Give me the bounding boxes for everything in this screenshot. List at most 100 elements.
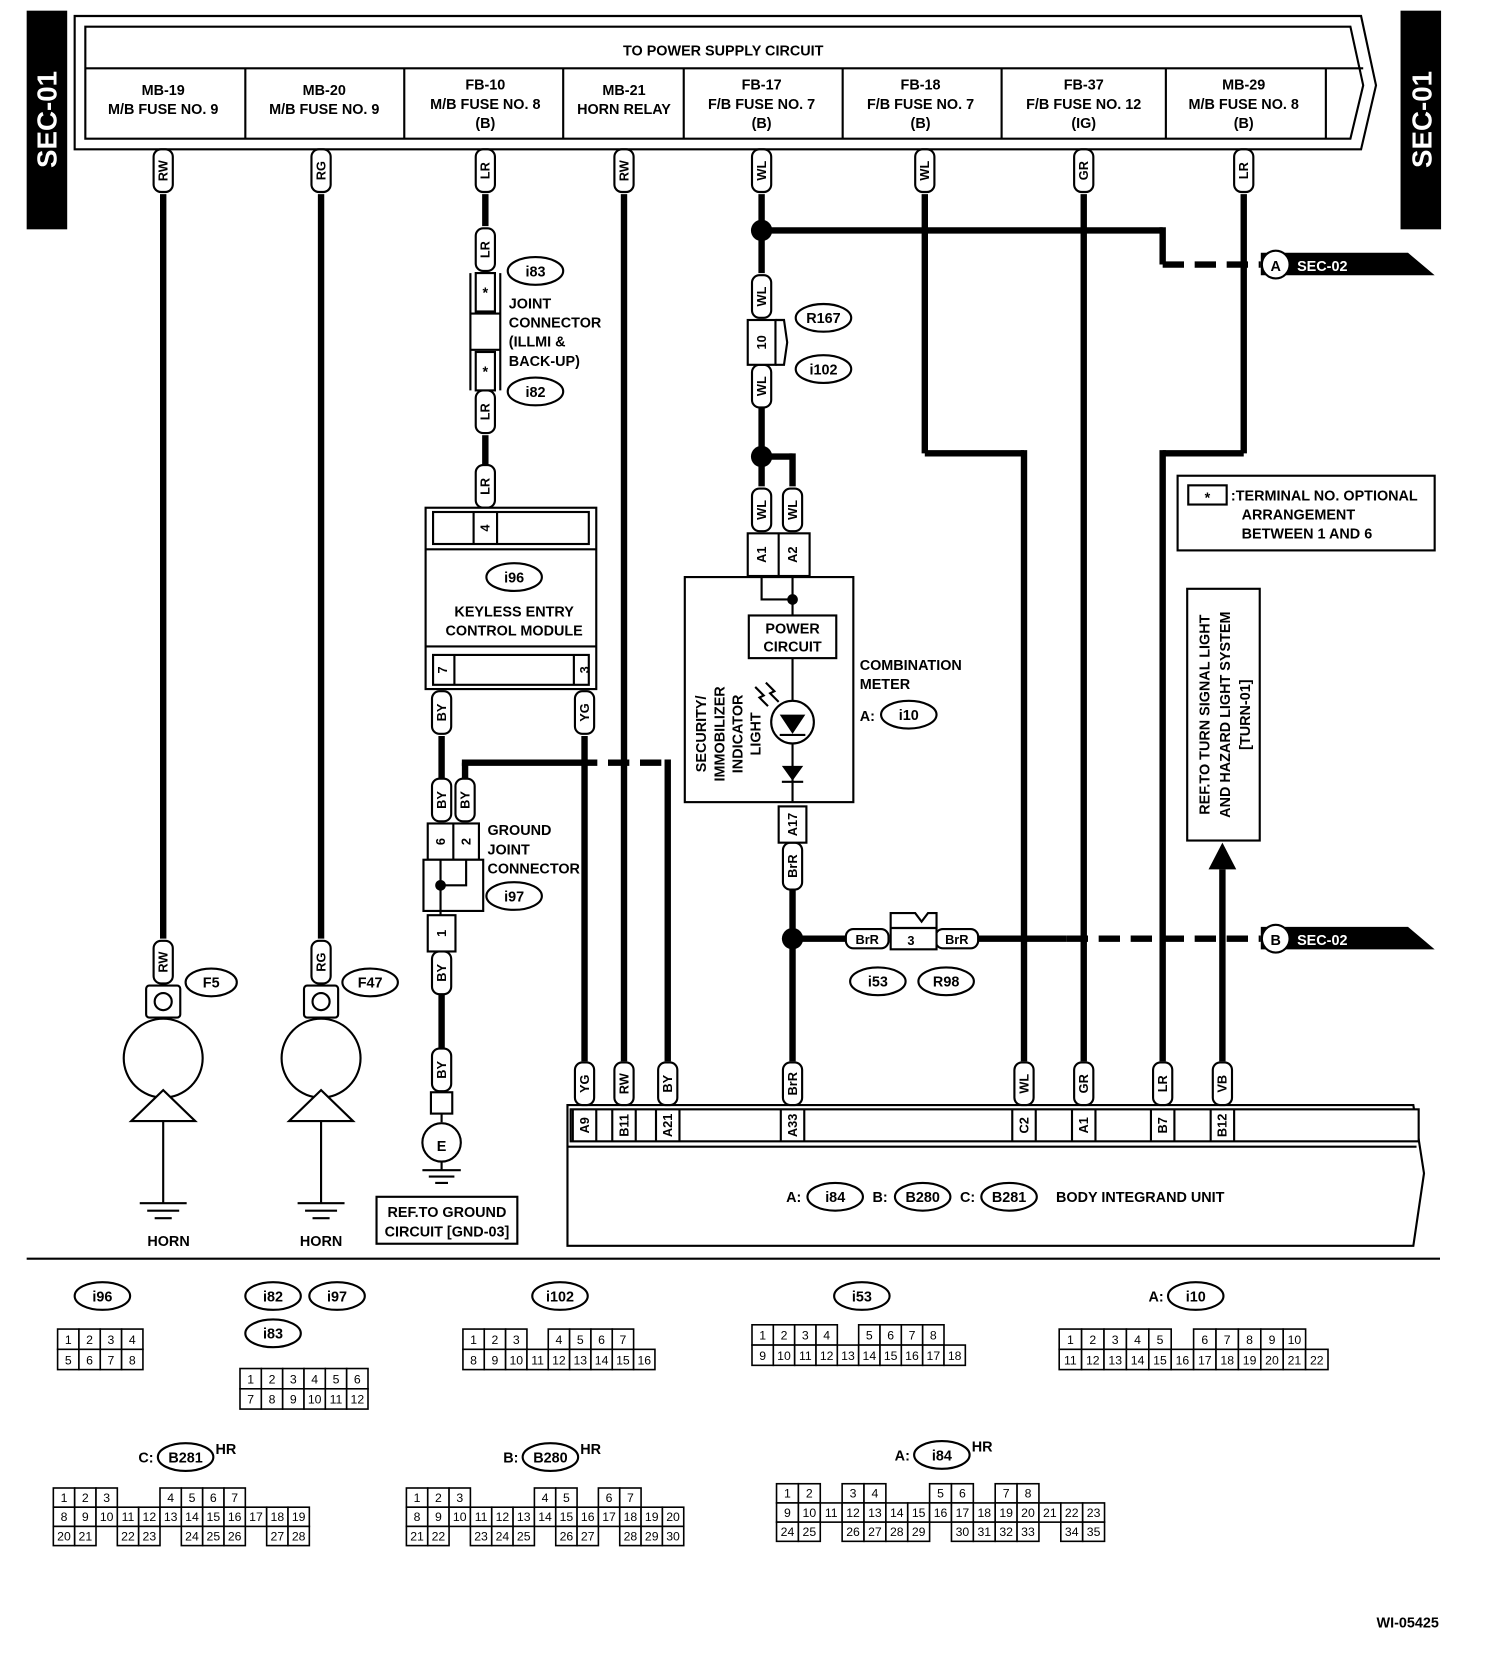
pin-number: 3 bbox=[108, 1333, 115, 1347]
pin-number: 4 bbox=[1134, 1333, 1141, 1347]
pin-number: 22 bbox=[432, 1529, 446, 1543]
svg-text:(IG): (IG) bbox=[1071, 116, 1096, 132]
connector-name: i96 bbox=[92, 1289, 112, 1305]
pin-cell bbox=[797, 1521, 822, 1543]
svg-text:BrR: BrR bbox=[785, 854, 800, 877]
svg-text:RW: RW bbox=[616, 1072, 631, 1094]
body-integrand-unit: A9 B11 A21 A33 C2 A1 B7 B12 A: i84 B: B2… bbox=[566, 1104, 1426, 1247]
pin-number: 9 bbox=[759, 1349, 766, 1363]
connector-name: i83 bbox=[263, 1327, 283, 1343]
svg-text:A17: A17 bbox=[785, 813, 800, 836]
pin-number: 20 bbox=[666, 1510, 680, 1524]
combination-meter: A1 A2 POWER CIRCUIT SECURITY/ IMMOBILIZE… bbox=[683, 532, 962, 844]
svg-text:ARRANGEMENT: ARRANGEMENT bbox=[1242, 507, 1356, 523]
pin-number: 16 bbox=[934, 1506, 948, 1520]
svg-text:M/B FUSE NO. 9: M/B FUSE NO. 9 bbox=[108, 102, 218, 118]
pin-number: 6 bbox=[86, 1353, 93, 1367]
svg-text:SEC-01: SEC-01 bbox=[1406, 71, 1437, 168]
pin-number: 7 bbox=[620, 1333, 627, 1347]
pin-number: 2 bbox=[492, 1333, 499, 1347]
pin-number: 23 bbox=[1087, 1506, 1101, 1520]
pin-number: 13 bbox=[1108, 1353, 1122, 1367]
pin-number: 3 bbox=[1112, 1333, 1119, 1347]
horn-f47: HORN F47 bbox=[280, 967, 399, 1250]
pin-cell bbox=[632, 1348, 656, 1371]
pin-number: 21 bbox=[410, 1529, 424, 1543]
pin-number: 20 bbox=[1021, 1506, 1035, 1520]
pin-number: 13 bbox=[841, 1349, 855, 1363]
svg-text:WL: WL bbox=[754, 161, 769, 181]
svg-text:7: 7 bbox=[435, 666, 450, 673]
pin-number: 15 bbox=[912, 1506, 926, 1520]
svg-text:CONNECTOR: CONNECTOR bbox=[487, 862, 580, 878]
svg-text:FB-10: FB-10 bbox=[465, 78, 505, 94]
pin-number: 35 bbox=[1087, 1525, 1101, 1539]
svg-text:WL: WL bbox=[785, 500, 800, 520]
pin-number: 9 bbox=[82, 1510, 89, 1524]
pin-number: 2 bbox=[806, 1487, 813, 1501]
svg-text:B11: B11 bbox=[616, 1114, 631, 1137]
connector-prefix: B: bbox=[503, 1450, 518, 1466]
pin-number: 9 bbox=[784, 1506, 791, 1520]
pin-number: 9 bbox=[492, 1353, 499, 1367]
svg-text:BrR: BrR bbox=[785, 1072, 800, 1095]
pin-number: 3 bbox=[802, 1329, 809, 1343]
connector-name-oval bbox=[73, 1281, 132, 1311]
fuse-fb-37: FB-37F/B FUSE NO. 12(IG) bbox=[1026, 78, 1141, 132]
pin-number: 9 bbox=[435, 1510, 442, 1524]
pin-number: 1 bbox=[470, 1333, 477, 1347]
svg-text:BODY INTEGRAND UNIT: BODY INTEGRAND UNIT bbox=[1056, 1190, 1225, 1206]
pin-number: 21 bbox=[79, 1529, 93, 1543]
svg-text:(B): (B) bbox=[1234, 116, 1254, 132]
pin-cell bbox=[426, 1525, 450, 1547]
pin-number: 7 bbox=[909, 1329, 916, 1343]
pin-number: 25 bbox=[517, 1529, 531, 1543]
svg-text:LR: LR bbox=[1155, 1075, 1170, 1092]
pin-number: 16 bbox=[637, 1353, 651, 1367]
svg-text:RW: RW bbox=[155, 951, 170, 973]
pin-number: 28 bbox=[890, 1525, 904, 1539]
pin-number: 6 bbox=[354, 1372, 361, 1386]
svg-text:A: A bbox=[1271, 259, 1282, 275]
power-supply-header: TO POWER SUPPLY CIRCUIT bbox=[73, 14, 1378, 151]
svg-text:R167: R167 bbox=[806, 311, 840, 327]
fuse-mb-29: MB-29M/B FUSE NO. 8(B) bbox=[1189, 78, 1299, 132]
turn-ref-arrow bbox=[1208, 842, 1237, 870]
fuse-fb-17: FB-17F/B FUSE NO. 7(B) bbox=[708, 78, 815, 132]
svg-text:3: 3 bbox=[577, 666, 592, 673]
pin-number: 3 bbox=[103, 1491, 110, 1505]
svg-text:6: 6 bbox=[433, 838, 448, 845]
svg-text:POWER: POWER bbox=[765, 622, 820, 638]
pin-number: 11 bbox=[330, 1393, 343, 1407]
pin-number: 7 bbox=[1224, 1333, 1231, 1347]
biu-pin-labels: A9 B11 A21 A33 C2 A1 B7 B12 bbox=[577, 1114, 1230, 1137]
pin-number: 5 bbox=[333, 1372, 340, 1386]
pin-number: 6 bbox=[1201, 1333, 1208, 1347]
pin-number: 2 bbox=[269, 1372, 276, 1386]
pin-number: 9 bbox=[290, 1393, 297, 1407]
svg-text:WL: WL bbox=[754, 286, 769, 306]
connector-name-oval bbox=[531, 1281, 589, 1311]
pin-number: 10 bbox=[509, 1353, 523, 1367]
pin-number: 12 bbox=[496, 1510, 510, 1524]
svg-text:i83: i83 bbox=[525, 264, 545, 280]
fuse-fb-18: FB-18F/B FUSE NO. 7(B) bbox=[867, 78, 974, 132]
pin-number: 14 bbox=[538, 1510, 552, 1524]
pin-number: 7 bbox=[108, 1353, 115, 1367]
pin-number: 6 bbox=[887, 1329, 894, 1343]
svg-text:METER: METER bbox=[860, 677, 911, 693]
svg-text:GR: GR bbox=[1076, 161, 1091, 180]
svg-text:COMBINATION: COMBINATION bbox=[860, 658, 962, 674]
pin-number: 4 bbox=[167, 1491, 174, 1505]
pin-number: 10 bbox=[453, 1510, 467, 1524]
svg-text:MB-21: MB-21 bbox=[602, 83, 645, 99]
svg-text:FB-18: FB-18 bbox=[901, 78, 941, 94]
connector-name-oval bbox=[521, 1442, 580, 1472]
pin-number: 14 bbox=[863, 1349, 877, 1363]
svg-text:i102: i102 bbox=[809, 362, 837, 378]
pin-number: 21 bbox=[1288, 1353, 1302, 1367]
connector-name-oval bbox=[244, 1318, 302, 1349]
